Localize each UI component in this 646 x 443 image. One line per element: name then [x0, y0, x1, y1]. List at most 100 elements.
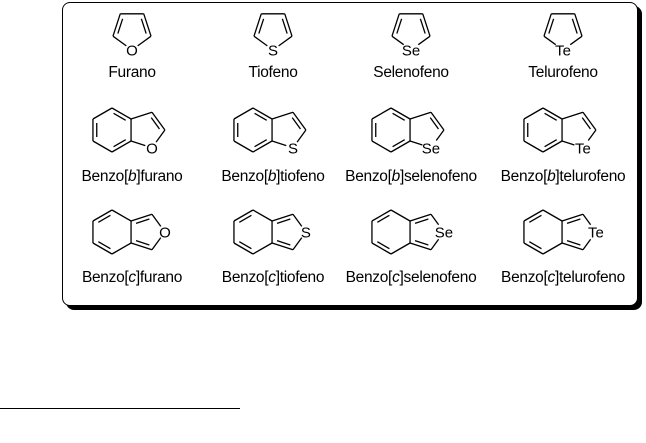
bond: [566, 240, 581, 246]
bond: [371, 140, 392, 153]
bond: [392, 139, 406, 148]
bond: [528, 214, 542, 223]
bond: [392, 112, 406, 121]
bond: [409, 140, 423, 146]
name-suffix: ]: [399, 269, 404, 286]
bond: [111, 209, 132, 222]
molecule-structure: S: [233, 209, 311, 255]
name-letter: c: [392, 269, 400, 286]
bond: [569, 35, 583, 46]
bond: [582, 111, 597, 131]
bond: [238, 214, 252, 223]
bond: [429, 117, 440, 130]
compound-name: Furano: [108, 64, 156, 81]
molecule-structure: O: [92, 107, 166, 157]
bond: [390, 107, 411, 120]
bond: [542, 242, 563, 255]
bond: [414, 240, 429, 246]
molecule-structure: Se: [371, 107, 445, 157]
molecule-structure: O: [92, 209, 171, 255]
bond: [238, 241, 252, 250]
bond: [561, 111, 584, 120]
name-root: selenofeno: [403, 168, 477, 185]
heteroatom-label: Se: [402, 43, 420, 60]
molecule-structure: Te: [523, 209, 604, 255]
bond: [422, 13, 431, 37]
bond: [252, 209, 273, 222]
name-suffix: ]: [276, 168, 281, 185]
molecule-structure: Se: [371, 209, 453, 255]
name-root: telurofeno: [559, 168, 626, 185]
bond: [253, 13, 262, 37]
bond: [291, 117, 302, 130]
bond: [276, 240, 291, 246]
name-letter: c: [128, 269, 136, 286]
compound-name: Telurofeno: [528, 64, 598, 81]
bond: [409, 242, 432, 251]
bond: [371, 209, 392, 222]
bond: [258, 18, 265, 34]
bond: [523, 242, 544, 255]
bond: [376, 241, 390, 250]
bond: [135, 218, 150, 224]
bond: [254, 139, 268, 148]
bond: [111, 140, 132, 153]
bond: [281, 18, 288, 34]
bond: [278, 35, 293, 47]
bond: [376, 214, 390, 223]
name-suffix: ]: [554, 269, 559, 286]
heteroatom-label: Se: [422, 140, 440, 157]
compound-name: Benzo[c]telurofeno: [501, 269, 625, 287]
bond: [561, 213, 584, 222]
bond: [97, 241, 111, 250]
bond: [409, 213, 432, 222]
name-suffix: ]: [136, 168, 141, 185]
bond: [140, 18, 147, 34]
heteroatom-label: S: [288, 140, 298, 157]
bond: [137, 35, 152, 47]
compound-name: Tiofeno: [248, 64, 298, 81]
bond: [523, 140, 544, 153]
heteroatom-label: Te: [588, 225, 604, 242]
bond: [417, 35, 431, 46]
compound-name: Benzo[b]telurofeno: [501, 168, 626, 186]
bond: [371, 107, 392, 120]
molecule-structure: S: [253, 13, 293, 60]
name-root: tiofeno: [280, 168, 325, 185]
bond: [581, 117, 592, 130]
bond: [566, 218, 581, 224]
bond: [571, 18, 578, 34]
bond: [582, 213, 592, 226]
bond: [233, 140, 254, 153]
bond: [113, 139, 127, 148]
bond: [284, 13, 293, 37]
bond: [582, 238, 592, 251]
bond: [151, 213, 162, 227]
name-prefix: Benzo[: [81, 168, 129, 185]
bond: [543, 13, 552, 37]
bond: [523, 209, 544, 222]
bond: [435, 129, 445, 141]
bond: [544, 112, 558, 121]
bond: [574, 13, 583, 37]
bond: [253, 35, 268, 47]
bond: [112, 35, 127, 47]
heteroatom-label: Se: [435, 225, 453, 242]
name-suffix: ]: [399, 168, 404, 185]
heteroatom-label: Te: [575, 140, 591, 157]
name-suffix: ]: [275, 269, 280, 286]
bond: [271, 111, 294, 120]
bond: [430, 111, 445, 131]
molecule-structure: Se: [391, 13, 431, 60]
bond: [542, 209, 563, 222]
bond: [143, 13, 152, 37]
bond: [92, 209, 113, 222]
bond: [292, 237, 303, 251]
bond: [271, 140, 287, 147]
bond: [92, 107, 113, 120]
figure-frame: [62, 2, 638, 306]
bond: [92, 140, 113, 153]
bond: [430, 213, 440, 226]
bond: [390, 140, 411, 153]
name-prefix: Benzo[: [221, 168, 268, 185]
